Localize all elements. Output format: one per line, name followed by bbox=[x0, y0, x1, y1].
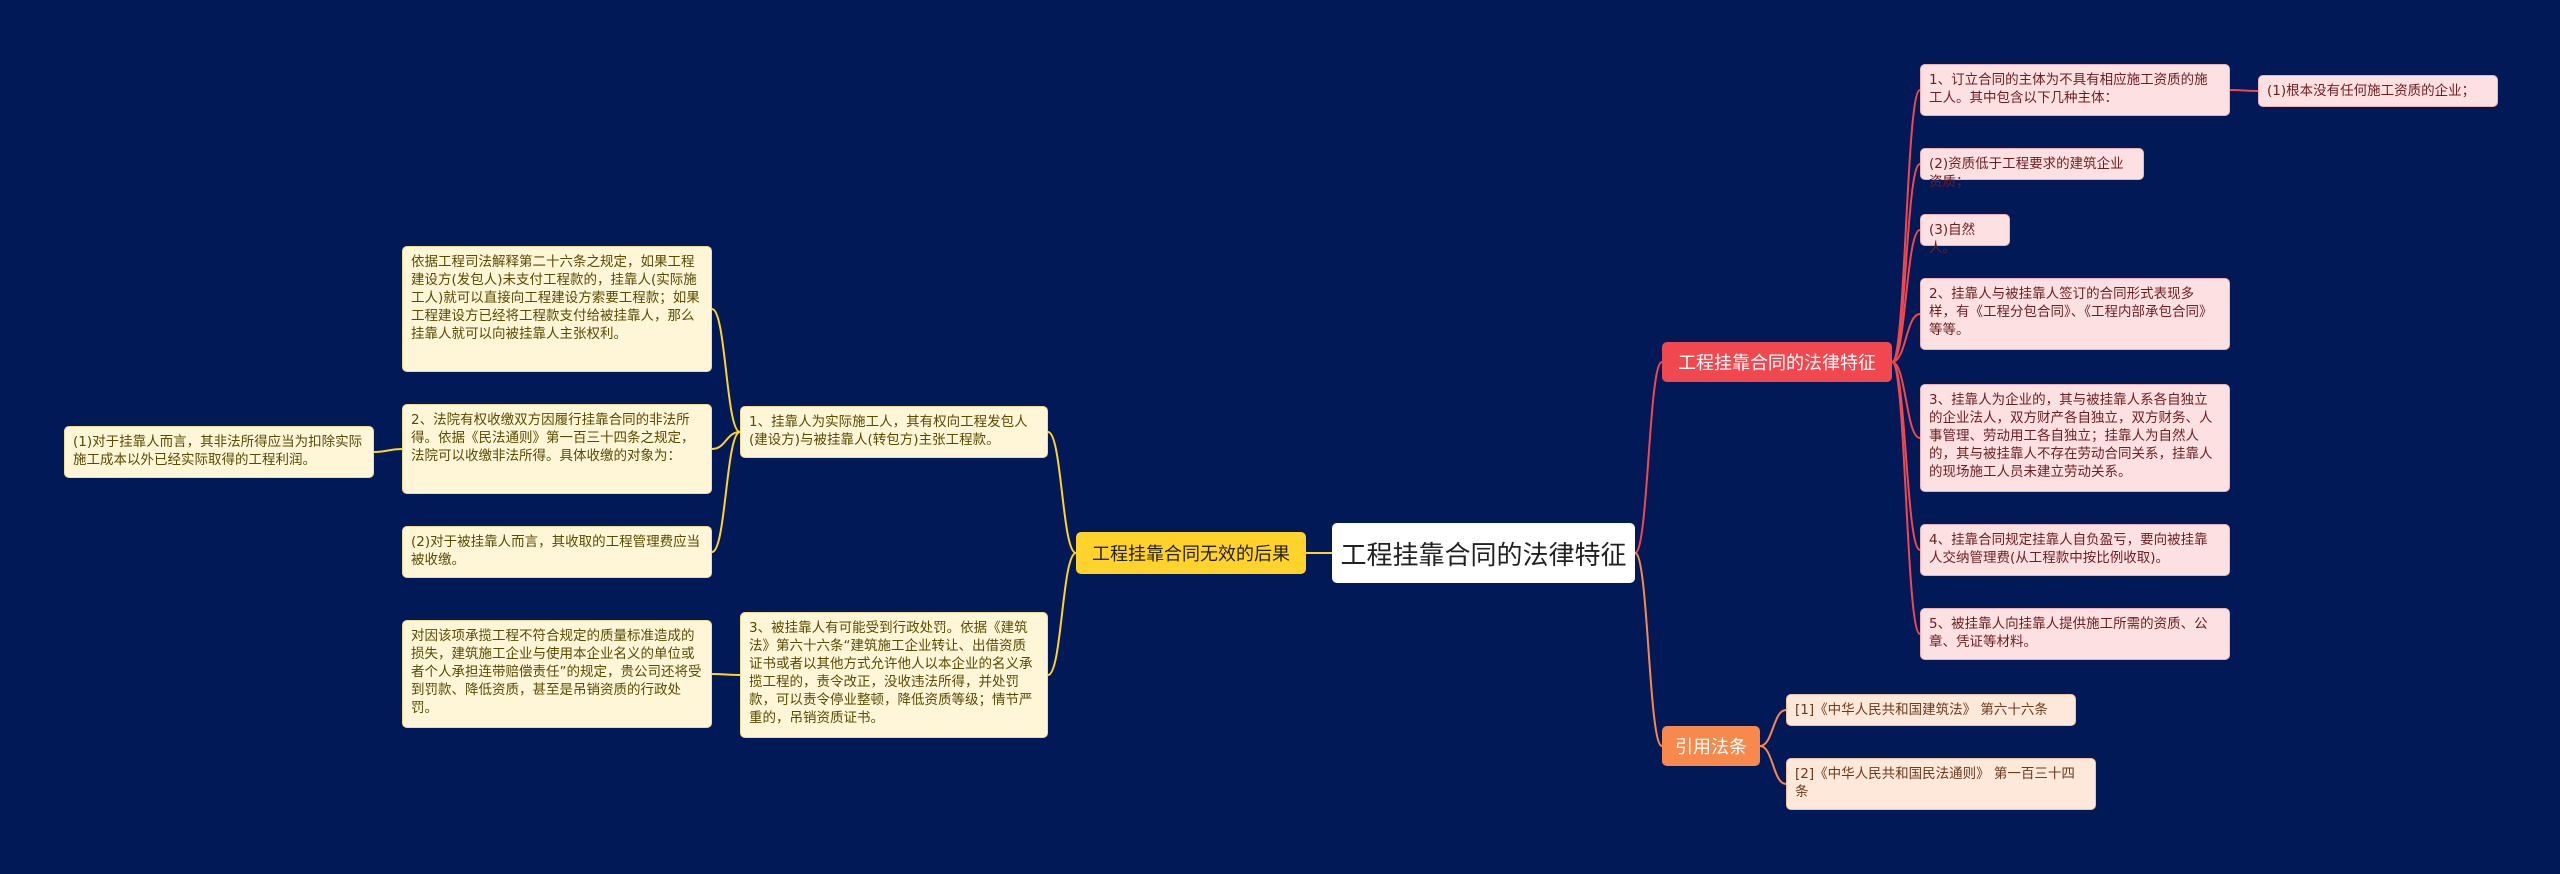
consequence-item-1-sub-2[interactable]: 2、法院有权收缴双方因履行挂靠合同的非法所得。依据《民法通则》第一百三十四条之规… bbox=[402, 404, 712, 494]
connector-branch-legal-features-legal-feature-item-7 bbox=[1891, 361, 1921, 635]
connector-root-topic-branch-citations bbox=[1634, 552, 1663, 747]
connector-branch-invalid-consequences-consequence-item-1 bbox=[1047, 431, 1077, 554]
connector-branch-legal-features-legal-feature-item-4 bbox=[1891, 313, 1921, 363]
citation-item-1[interactable]: [1]《中华人民共和国建筑法》 第六十六条 bbox=[1786, 694, 2076, 726]
connector-branch-invalid-consequences-consequence-item-2 bbox=[1047, 552, 1077, 676]
consequence-item-2[interactable]: 3、被挂靠人有可能受到行政处罚。依据《建筑法》第六十六条“建筑施工企业转让、出借… bbox=[740, 612, 1048, 738]
legal-feature-item-7[interactable]: 5、被挂靠人向挂靠人提供施工所需的资质、公章、凭证等材料。 bbox=[1920, 608, 2230, 660]
legal-feature-item-5[interactable]: 3、挂靠人为企业的，其与被挂靠人系各自独立的企业法人，双方财产各自独立，双方财务… bbox=[1920, 384, 2230, 492]
connector-branch-citations-citation-item-1 bbox=[1759, 709, 1787, 747]
branch-legal-features[interactable]: 工程挂靠合同的法律特征 bbox=[1662, 342, 1892, 382]
branch-invalid-consequences[interactable]: 工程挂靠合同无效的后果 bbox=[1076, 532, 1306, 574]
consequence-item-2-sub[interactable]: 对因该项承揽工程不符合规定的质量标准造成的损失，建筑施工企业与使用本企业名义的单… bbox=[402, 620, 712, 728]
connector-branch-legal-features-legal-feature-item-6 bbox=[1891, 361, 1921, 551]
legal-feature-item-3[interactable]: (3)自然人。 bbox=[1920, 214, 2010, 256]
consequence-item-1-sub-1[interactable]: 依据工程司法解释第二十六条之规定，如果工程建设方(发包人)未支付工程款的，挂靠人… bbox=[402, 246, 712, 372]
connector-consequence-item-1-consequence-item-1-sub-3 bbox=[711, 431, 741, 553]
legal-feature-item-2[interactable]: (2)资质低于工程要求的建筑企业资质； bbox=[1920, 148, 2144, 190]
connector-consequence-item-1-sub-2-consequence-item-1-sub-2-sub bbox=[373, 448, 403, 453]
legal-feature-item-4[interactable]: 2、挂靠人与被挂靠人签订的合同形式表现多样，有《工程分包合同》、《工程内部承包合… bbox=[1920, 278, 2230, 350]
connector-legal-feature-item-1-legal-feature-item-1-sub bbox=[2229, 89, 2259, 92]
legal-feature-item-1[interactable]: 1、订立合同的主体为不具有相应施工资质的施工人。其中包含以下几种主体： bbox=[1920, 64, 2230, 116]
connector-root-topic-branch-legal-features bbox=[1634, 361, 1663, 554]
connector-consequence-item-1-consequence-item-1-sub-2 bbox=[711, 431, 741, 450]
connector-branch-legal-features-legal-feature-item-1 bbox=[1891, 89, 1921, 363]
consequence-item-1-sub-2-sub[interactable]: (1)对于挂靠人而言，其非法所得应当为扣除实际施工成本以外已经实际取得的工程利润… bbox=[64, 426, 374, 478]
consequence-item-1-sub-3[interactable]: (2)对于被挂靠人而言，其收取的工程管理费应当被收缴。 bbox=[402, 526, 712, 578]
connector-consequence-item-2-consequence-item-2-sub bbox=[711, 673, 741, 676]
connector-branch-legal-features-legal-feature-item-5 bbox=[1891, 361, 1921, 439]
connector-branch-legal-features-legal-feature-item-2 bbox=[1891, 163, 1921, 363]
citation-item-2[interactable]: [2]《中华人民共和国民法通则》 第一百三十四条 bbox=[1786, 758, 2096, 810]
legal-feature-item-1-sub[interactable]: (1)根本没有任何施工资质的企业； bbox=[2258, 75, 2498, 107]
consequence-item-1[interactable]: 1、挂靠人为实际施工人，其有权向工程发包人(建设方)与被挂靠人(转包方)主张工程… bbox=[740, 406, 1048, 458]
connector-consequence-item-1-consequence-item-1-sub-1 bbox=[711, 308, 741, 433]
connector-branch-citations-citation-item-2 bbox=[1759, 745, 1787, 785]
root-topic[interactable]: 工程挂靠合同的法律特征 bbox=[1332, 523, 1635, 583]
branch-citations[interactable]: 引用法条 bbox=[1662, 726, 1760, 766]
connector-branch-legal-features-legal-feature-item-3 bbox=[1891, 229, 1921, 363]
legal-feature-item-6[interactable]: 4、挂靠合同规定挂靠人自负盈亏，要向被挂靠人交纳管理费(从工程款中按比例收取)。 bbox=[1920, 524, 2230, 576]
